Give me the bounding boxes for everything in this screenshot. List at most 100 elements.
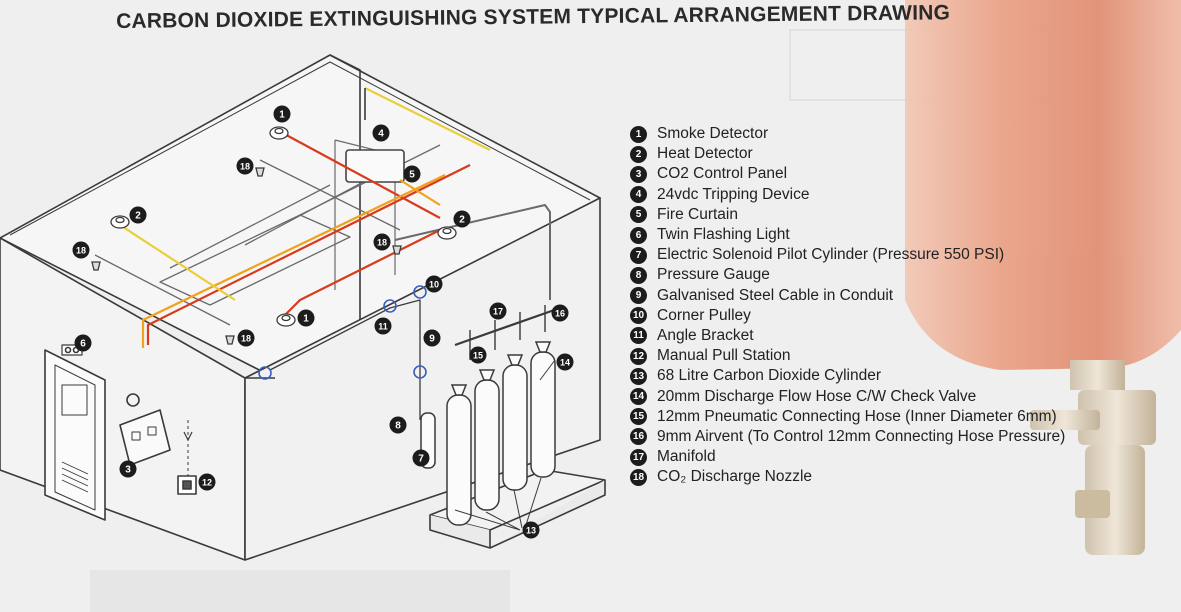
legend-number: 12 [630,347,647,365]
legend-item: 5 Fire Curtain [630,205,1170,225]
legend-item: 4 24vdc Tripping Device [630,185,1170,205]
svg-text:7: 7 [418,454,424,465]
orange-wire [141,174,446,348]
control-panel-icon [119,393,171,466]
callout-marker: 18 [72,241,90,259]
legend-label: Twin Flashing Light [657,226,790,244]
callout-marker: 1 [273,105,291,123]
legend-item: 7 Electric Solenoid Pilot Cylinder (Press… [630,245,1170,265]
legend-label: Smoke Detector [657,125,769,143]
callout-marker: 12 [198,473,216,491]
door-icon [44,349,106,521]
callout-marker: 8 [389,416,407,434]
svg-text:18: 18 [76,246,86,256]
legend-label: 20mm Discharge Flow Hose C/W Check Valve [657,387,977,405]
legend-item: 9 Galvanised Steel Cable in Conduit [630,286,1170,306]
legend-number: 17 [630,448,647,466]
legend-item: 17 Manifold [630,447,1170,467]
svg-text:11: 11 [378,322,388,332]
callout-marker: 16 [551,304,569,322]
callout-marker: 13 [522,521,540,539]
cylinder-photo [905,0,1181,555]
legend-number: 13 [630,367,647,385]
svg-text:2: 2 [135,211,141,222]
legend-item: 14 20mm Discharge Flow Hose C/W Check Val… [630,386,1170,406]
legend-label: Angle Bracket [657,326,754,344]
svg-text:10: 10 [429,280,439,290]
svg-text:18: 18 [240,162,250,172]
legend-number: 14 [630,388,647,406]
legend-number: 2 [630,145,647,163]
callout-marker: 18 [236,157,254,175]
legend-number: 11 [630,327,647,345]
legend-label: Electric Solenoid Pilot Cylinder (Pressu… [657,246,1005,264]
svg-text:1: 1 [303,314,309,325]
legend-label: Manifold [657,448,716,466]
smoke-detector-icon [269,126,296,327]
svg-text:2: 2 [459,215,465,226]
legend-number: 10 [630,307,647,325]
legend-label: 24vdc Tripping Device [657,185,810,203]
svg-text:8: 8 [395,421,401,432]
manual-pull-station-icon [177,420,197,495]
legend-number: 7 [630,246,647,264]
svg-text:16: 16 [555,309,565,319]
callout-marker: 3 [119,460,137,478]
legend-label: Heat Detector [657,145,753,163]
callout-marker: 10 [425,275,443,293]
legend-label: Manual Pull Station [657,347,791,365]
legend-label: Galvanised Steel Cable in Conduit [657,286,894,304]
legend-label: CO2 Control Panel [657,165,788,183]
svg-text:6: 6 [80,339,86,350]
callout-marker: 1 [297,309,315,327]
legend-label: 12mm Pneumatic Connecting Hose (Inner Di… [657,407,1057,425]
legend-item: 2 Heat Detector [630,144,1170,164]
callout-marker: 2 [129,206,147,224]
callout-marker: 7 [412,449,430,467]
legend-label: CO₂ Discharge Nozzle [657,468,813,486]
callout-marker: 9 [423,329,441,347]
callout-marker: 18 [237,329,255,347]
yellow-wire [119,87,491,301]
legend-number: 3 [630,165,647,183]
legend-number: 9 [630,287,647,305]
svg-text:13: 13 [526,526,536,536]
callout-marker: 6 [74,334,92,352]
legend-label: Fire Curtain [657,205,738,223]
legend-item: 12 Manual Pull Station [630,346,1170,366]
callout-marker: 2 [453,210,471,228]
legend-number: 4 [630,186,647,204]
heat-detector-icon [110,215,457,240]
discharge-nozzle-icon [91,167,402,345]
legend-item: 13 68 Litre Carbon Dioxide Cylinder [630,366,1170,386]
svg-text:15: 15 [473,351,483,361]
callout-marker: 11 [374,317,392,335]
legend-number: 15 [630,408,647,426]
svg-text:18: 18 [377,238,387,248]
co2-cylinder-icon [420,341,556,526]
callout-marker: 14 [556,353,574,371]
svg-text:9: 9 [429,334,435,345]
legend-number: 18 [630,468,647,486]
red-wire [146,129,471,345]
svg-text:18: 18 [241,334,251,344]
svg-text:1: 1 [279,110,285,121]
callout-marker: 4 [372,124,390,142]
legend-item: 18 CO₂ Discharge Nozzle [630,467,1170,487]
legend-number: 8 [630,266,647,284]
legend-label: 68 Litre Carbon Dioxide Cylinder [657,367,882,385]
legend-item: 3 CO2 Control Panel [630,164,1170,184]
legend-item: 11 Angle Bracket [630,326,1170,346]
svg-text:12: 12 [202,478,212,488]
legend-number: 5 [630,206,647,224]
callout-marker: 18 [373,233,391,251]
svg-text:5: 5 [409,170,415,181]
